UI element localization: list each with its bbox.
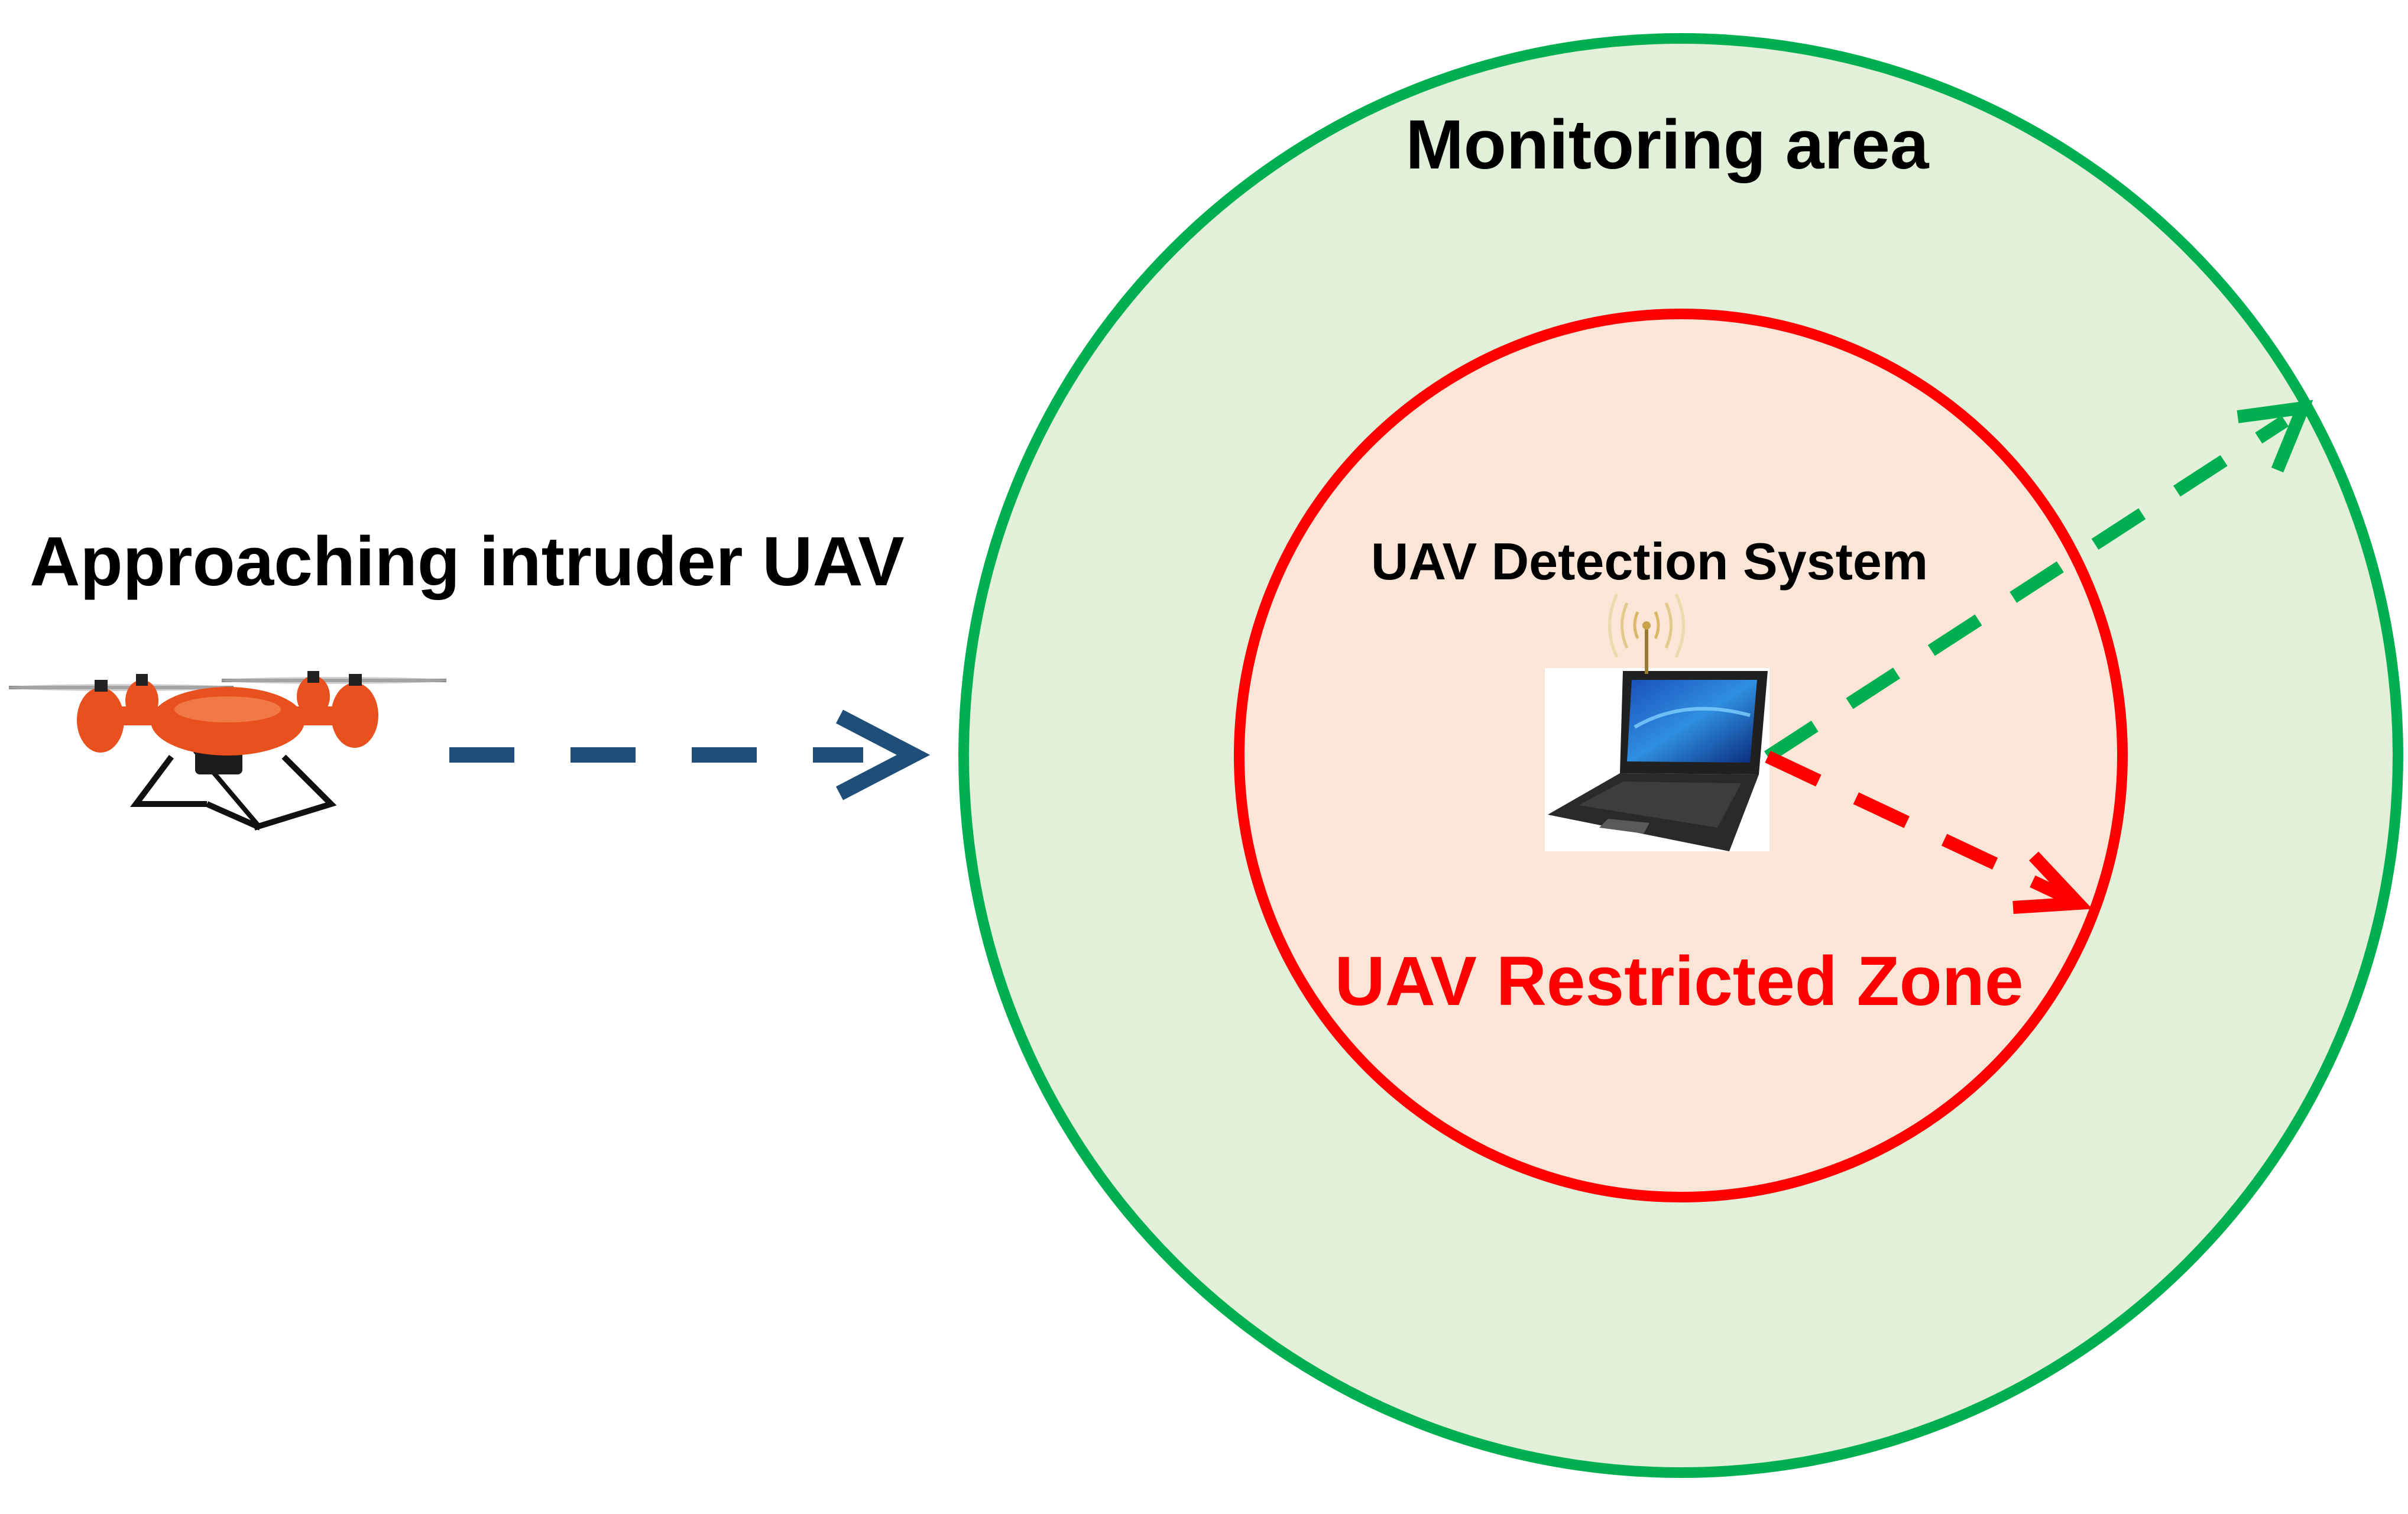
approach-arrow [449, 709, 931, 800]
laptop-icon [1545, 668, 1769, 851]
detection-system-label: UAV Detection System [1371, 532, 1928, 591]
monitoring-range-arrow [1764, 400, 2313, 763]
drone-icon [9, 671, 446, 831]
restricted-range-arrow [1765, 751, 2092, 914]
restricted-zone-label: UAV Restricted Zone [1335, 942, 2024, 1020]
antenna-icon [1608, 593, 1685, 674]
monitoring-area-label: Monitoring area [1405, 106, 1929, 184]
intruder-label: Approaching intruder UAV [30, 523, 904, 601]
